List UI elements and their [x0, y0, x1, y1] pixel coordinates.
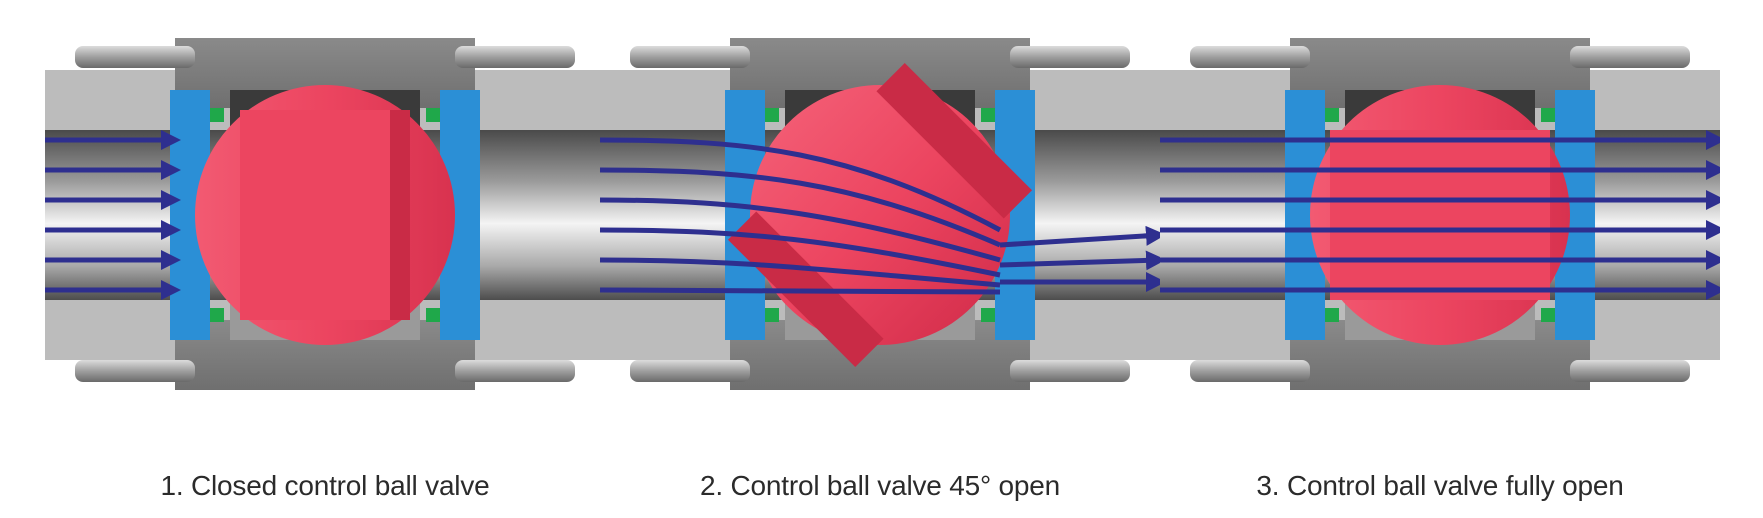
- bolt-bottom-right: [1010, 360, 1130, 382]
- seal-downstream-top: [981, 108, 995, 122]
- seal-upstream-top: [1325, 108, 1339, 122]
- bolt-top-right: [1010, 46, 1130, 68]
- bolt-top-left: [630, 46, 750, 68]
- flow-lines-partial: [600, 137, 1160, 295]
- seal-upstream-bottom: [1325, 308, 1339, 322]
- bolt-bottom-right: [455, 360, 575, 382]
- flow-lines-full: [1160, 130, 1720, 300]
- fully-open-valve-cross-section: [1160, 38, 1720, 390]
- bolt-bottom-left: [1190, 360, 1310, 382]
- seal-downstream-bottom: [426, 308, 440, 322]
- seal-downstream-bottom: [981, 308, 995, 322]
- bolt-bottom-right: [1570, 360, 1690, 382]
- seal-upstream-top: [765, 108, 779, 122]
- panel-45-open-valve: 2. Control ball valve 45° open: [600, 0, 1160, 518]
- seal-upstream-top: [210, 108, 224, 122]
- panel-closed-valve: 1. Closed control ball valve: [45, 0, 605, 518]
- seal-upstream-bottom: [765, 308, 779, 322]
- bolt-top-right: [455, 46, 575, 68]
- bolt-bottom-left: [75, 360, 195, 382]
- caption-fully-open-valve: 3. Control ball valve fully open: [1256, 470, 1624, 501]
- seal-downstream-top: [1541, 108, 1555, 122]
- ball-open-bore: [1330, 130, 1550, 300]
- seal-upstream-bottom: [210, 308, 224, 322]
- caption-closed-valve: 1. Closed control ball valve: [160, 470, 490, 501]
- bolt-top-left: [75, 46, 195, 68]
- bolt-bottom-left: [630, 360, 750, 382]
- seal-downstream-bottom: [1541, 308, 1555, 322]
- closed-valve-cross-section: [45, 38, 605, 390]
- caption-45-open-valve: 2. Control ball valve 45° open: [699, 470, 1061, 501]
- seal-downstream-top: [426, 108, 440, 122]
- partial-open-valve-cross-section: [600, 38, 1160, 390]
- ball-bore-face: [240, 110, 410, 320]
- ball-bore-shadow: [390, 110, 410, 320]
- bolt-top-left: [1190, 46, 1310, 68]
- panel-fully-open-valve: 3. Control ball valve fully open: [1160, 0, 1720, 518]
- bolt-top-right: [1570, 46, 1690, 68]
- flow-lines-blocked: [45, 130, 181, 300]
